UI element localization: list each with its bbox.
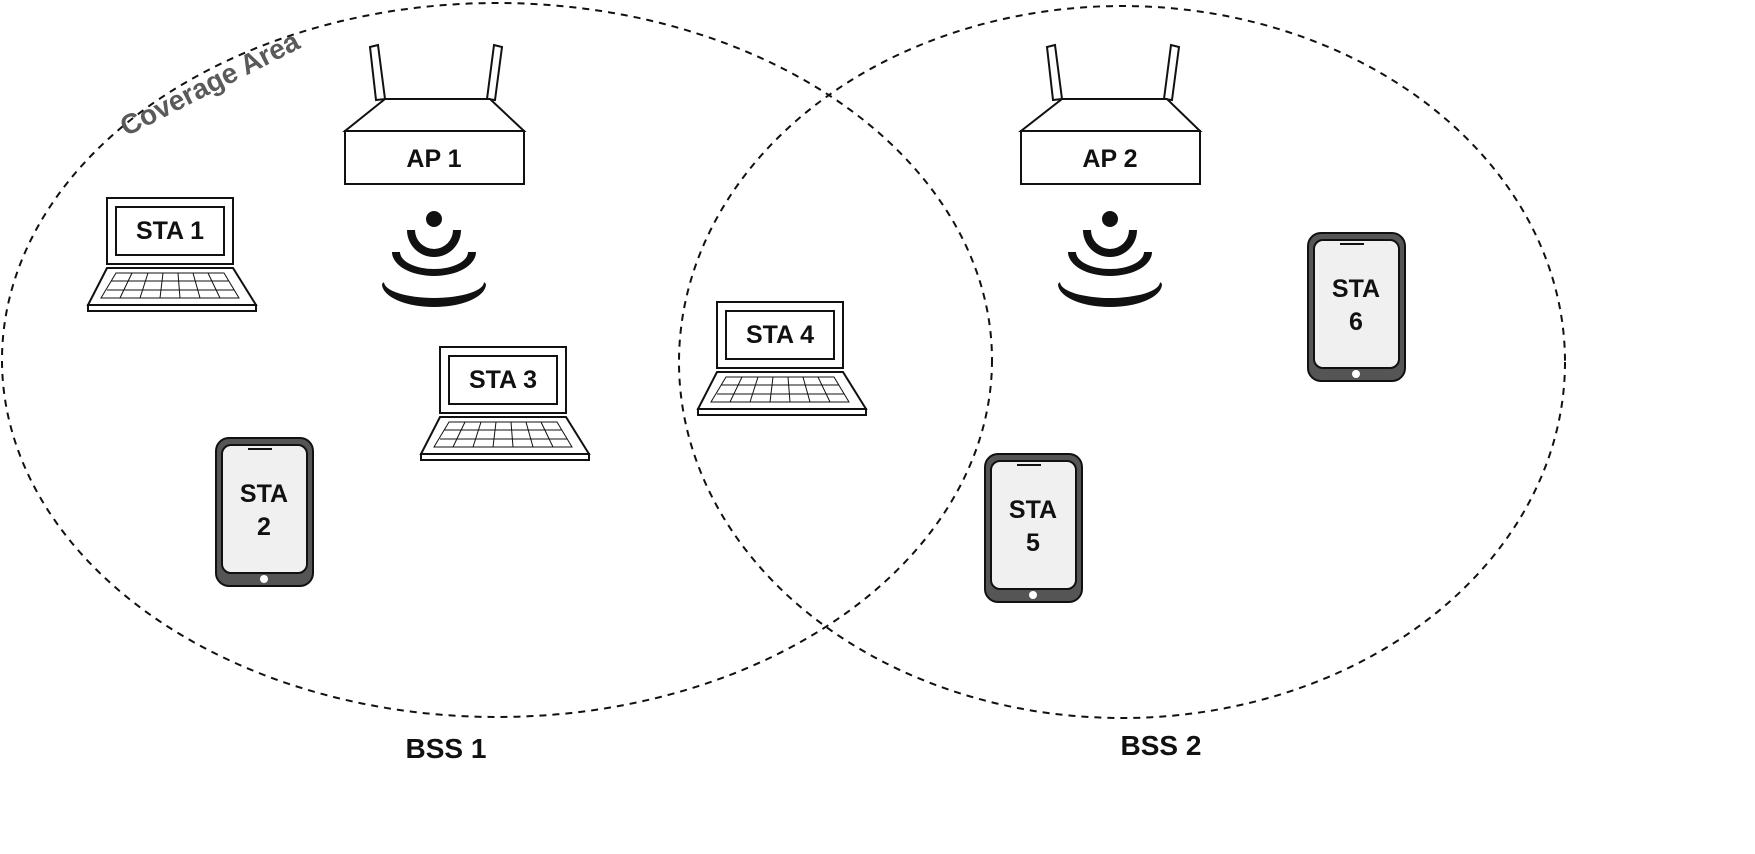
- bss2-label: BSS 2: [1121, 730, 1202, 761]
- station-label: STA 4: [746, 321, 814, 349]
- station-label-line1: STA: [240, 480, 288, 508]
- station-sta3-laptop: STA 3: [419, 346, 591, 461]
- wireless-router-icon: [342, 43, 527, 185]
- smartphone-icon: [215, 437, 314, 587]
- station-label-line1: STA: [1009, 496, 1057, 524]
- ap-label: AP 2: [1082, 145, 1137, 173]
- station-label-line2: 6: [1349, 308, 1363, 336]
- station-label-line2: 5: [1026, 529, 1040, 557]
- station-sta6-smartphone: STA 6: [1307, 232, 1406, 382]
- ap-label: AP 1: [406, 145, 461, 173]
- smartphone-icon: [1307, 232, 1406, 382]
- station-sta2-smartphone: STA 2: [215, 437, 314, 587]
- access-point-1: AP 1: [342, 43, 527, 307]
- access-point-2: AP 2: [1018, 43, 1203, 307]
- station-sta4-laptop: STA 4: [696, 301, 868, 416]
- station-label: STA 1: [136, 217, 204, 245]
- station-label-line2: 2: [257, 513, 271, 541]
- laptop-icon: [86, 197, 258, 312]
- smartphone-icon: [984, 453, 1083, 603]
- coverage-area-label: Coverage Area: [115, 25, 305, 142]
- wireless-router-icon: [1018, 43, 1203, 185]
- wifi-signal-icon: [382, 211, 486, 307]
- station-sta1-laptop: STA 1: [86, 197, 258, 312]
- bss1-coverage-ellipse: [1, 2, 993, 718]
- laptop-icon: [419, 346, 591, 461]
- station-sta5-smartphone: STA 5: [984, 453, 1083, 603]
- station-label-line1: STA: [1332, 275, 1380, 303]
- laptop-icon: [696, 301, 868, 416]
- bss1-label: BSS 1: [406, 733, 487, 764]
- station-label: STA 3: [469, 366, 537, 394]
- wifi-signal-icon: [1058, 211, 1162, 307]
- bss2-coverage-ellipse: [678, 5, 1566, 719]
